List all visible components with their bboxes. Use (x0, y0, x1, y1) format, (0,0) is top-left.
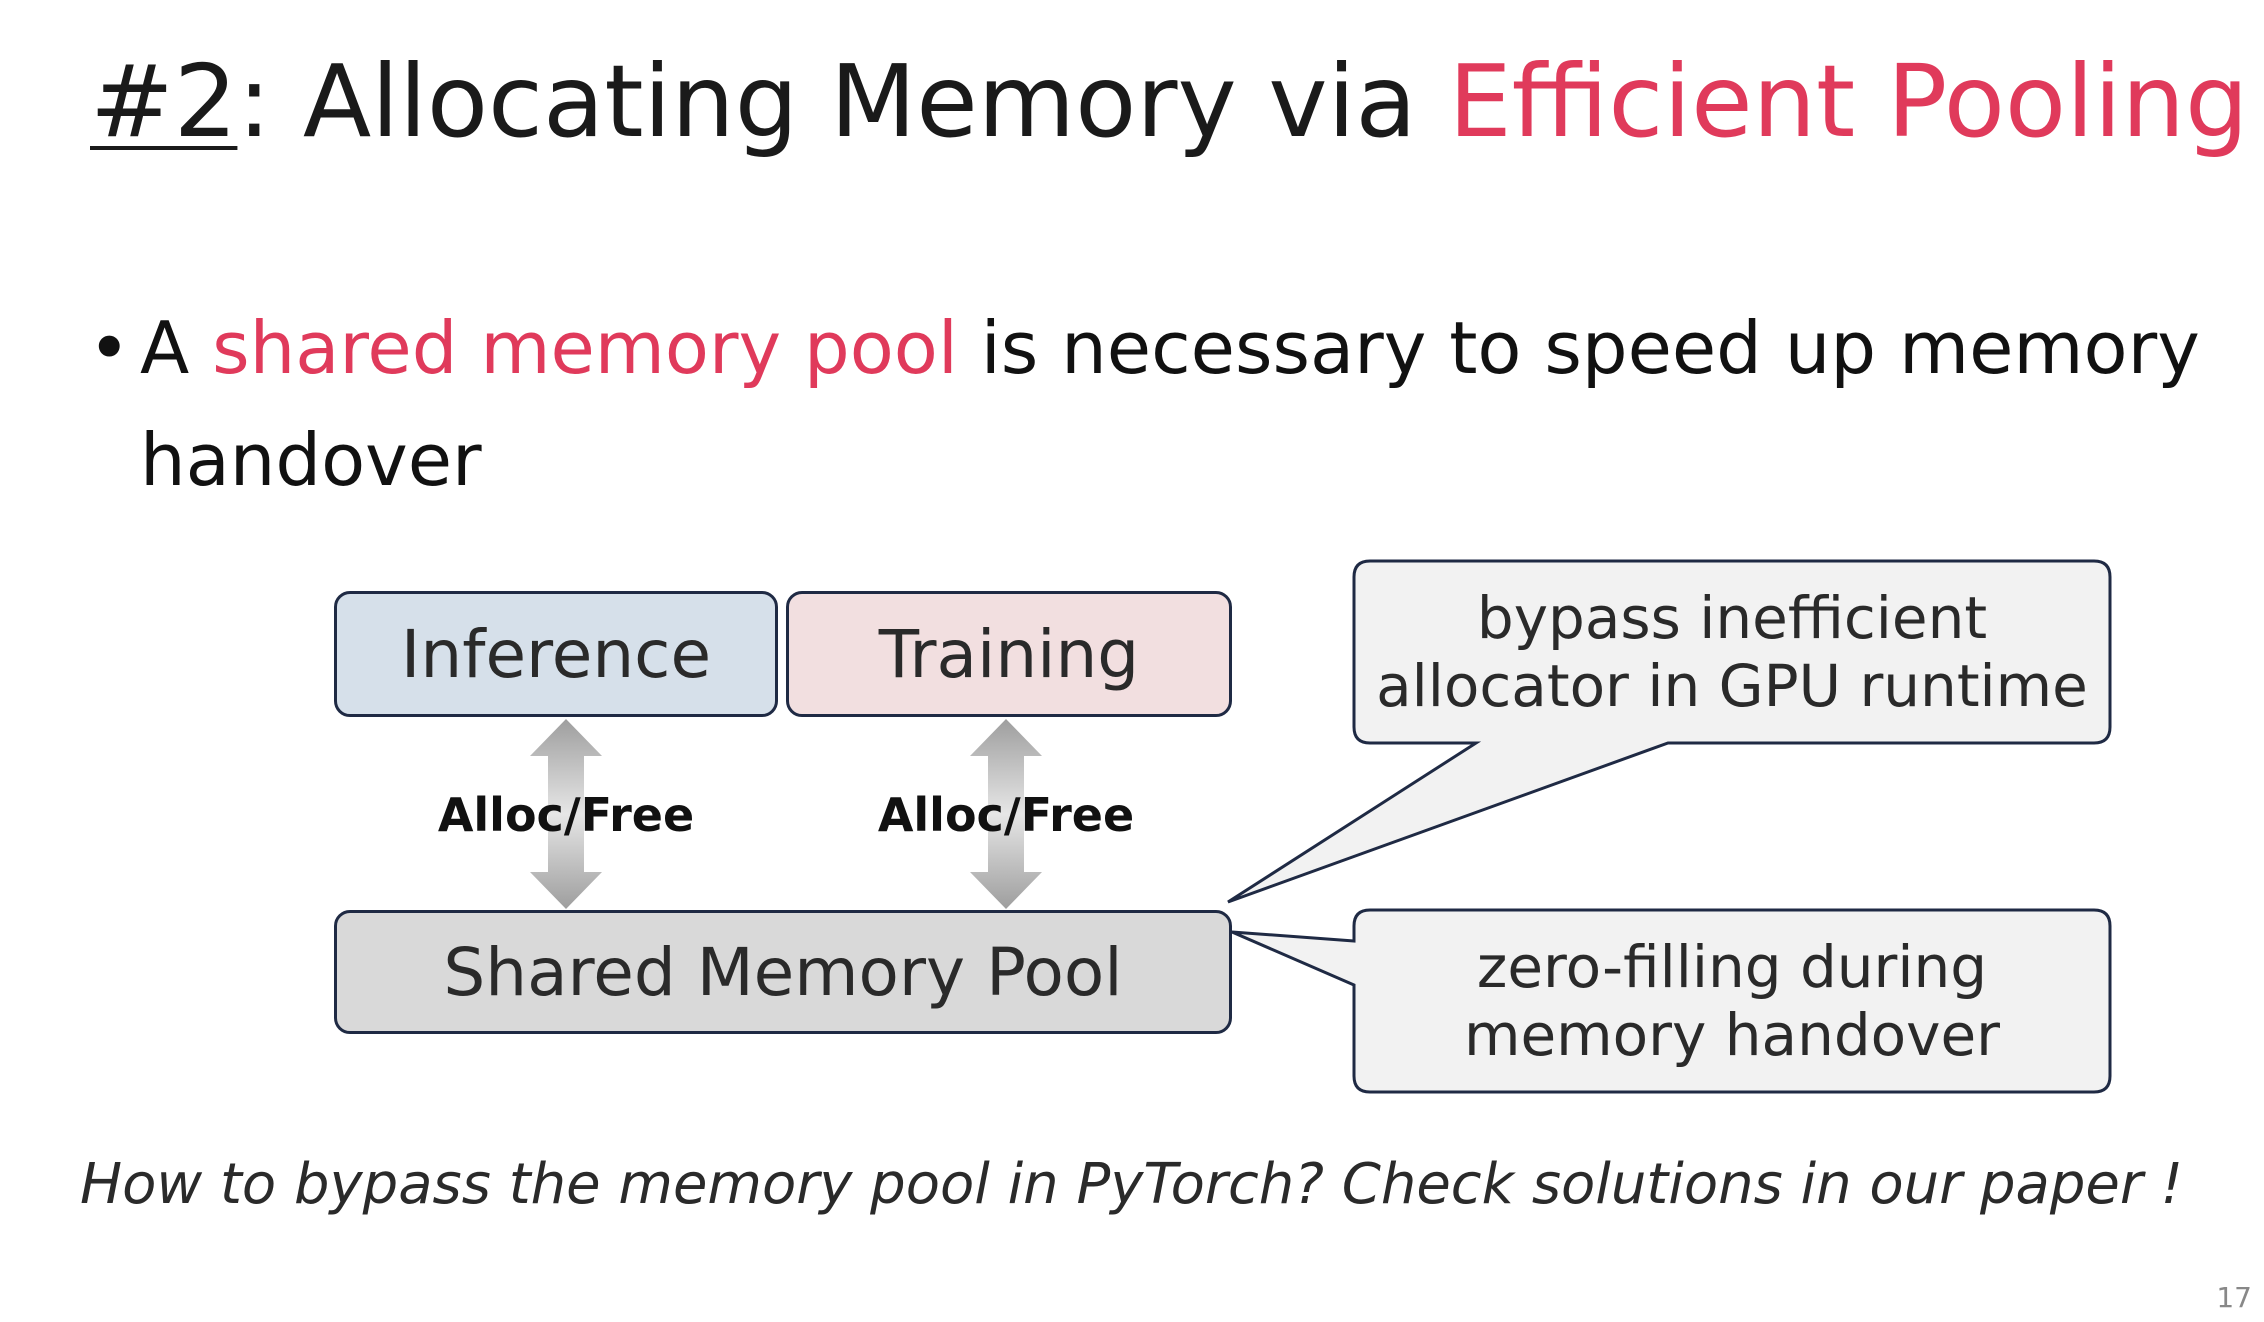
bullet-highlight: shared memory pool (212, 306, 958, 390)
footer-note: How to bypass the memory pool in PyTorch… (80, 1152, 2184, 1217)
page-number: 17 (2216, 1281, 2252, 1314)
bullet-suffix: is necessary to speed up memory handover (140, 306, 2200, 502)
shared-memory-pool-label: Shared Memory Pool (443, 933, 1123, 1011)
bullet-marker: • (88, 306, 131, 390)
bullet-point: • A shared memory pool is necessary to s… (88, 292, 2208, 516)
alloc-arrow-right (970, 719, 1042, 909)
training-label: Training (878, 615, 1140, 693)
callout-bottom-bubble (1231, 908, 2112, 1094)
inference-box: Inference (334, 591, 778, 717)
shared-memory-pool-box: Shared Memory Pool (334, 910, 1232, 1034)
callout-top-text: bypass inefficient allocator in GPU runt… (1354, 584, 2110, 720)
training-box: Training (786, 591, 1232, 717)
alloc-free-label-right: Alloc/Free (877, 788, 1135, 842)
bullet-prefix: A (140, 306, 213, 390)
callout-bottom-line-2: memory handover (1464, 1001, 2000, 1069)
title-number: #2 (90, 43, 238, 160)
callout-top-line-1: bypass inefficient (1476, 584, 1988, 652)
bullet-text: A shared memory pool is necessary to spe… (140, 292, 2208, 516)
callout-bottom-text: zero-filling during memory handover (1354, 933, 2110, 1069)
alloc-free-label-left: Alloc/Free (437, 788, 695, 842)
callout-top-bubble (1227, 559, 2112, 904)
callout-bottom-line-1: zero-filling during (1476, 933, 1988, 1001)
slide-title: #2: Allocating Memory via Efficient Pool… (90, 42, 2249, 162)
title-highlight: Efficient Pooling (1448, 43, 2249, 160)
title-text: : Allocating Memory via (237, 43, 1449, 160)
callout-top-line-2: allocator in GPU runtime (1376, 652, 2088, 720)
alloc-arrow-left (530, 719, 602, 909)
inference-label: Inference (400, 615, 712, 693)
